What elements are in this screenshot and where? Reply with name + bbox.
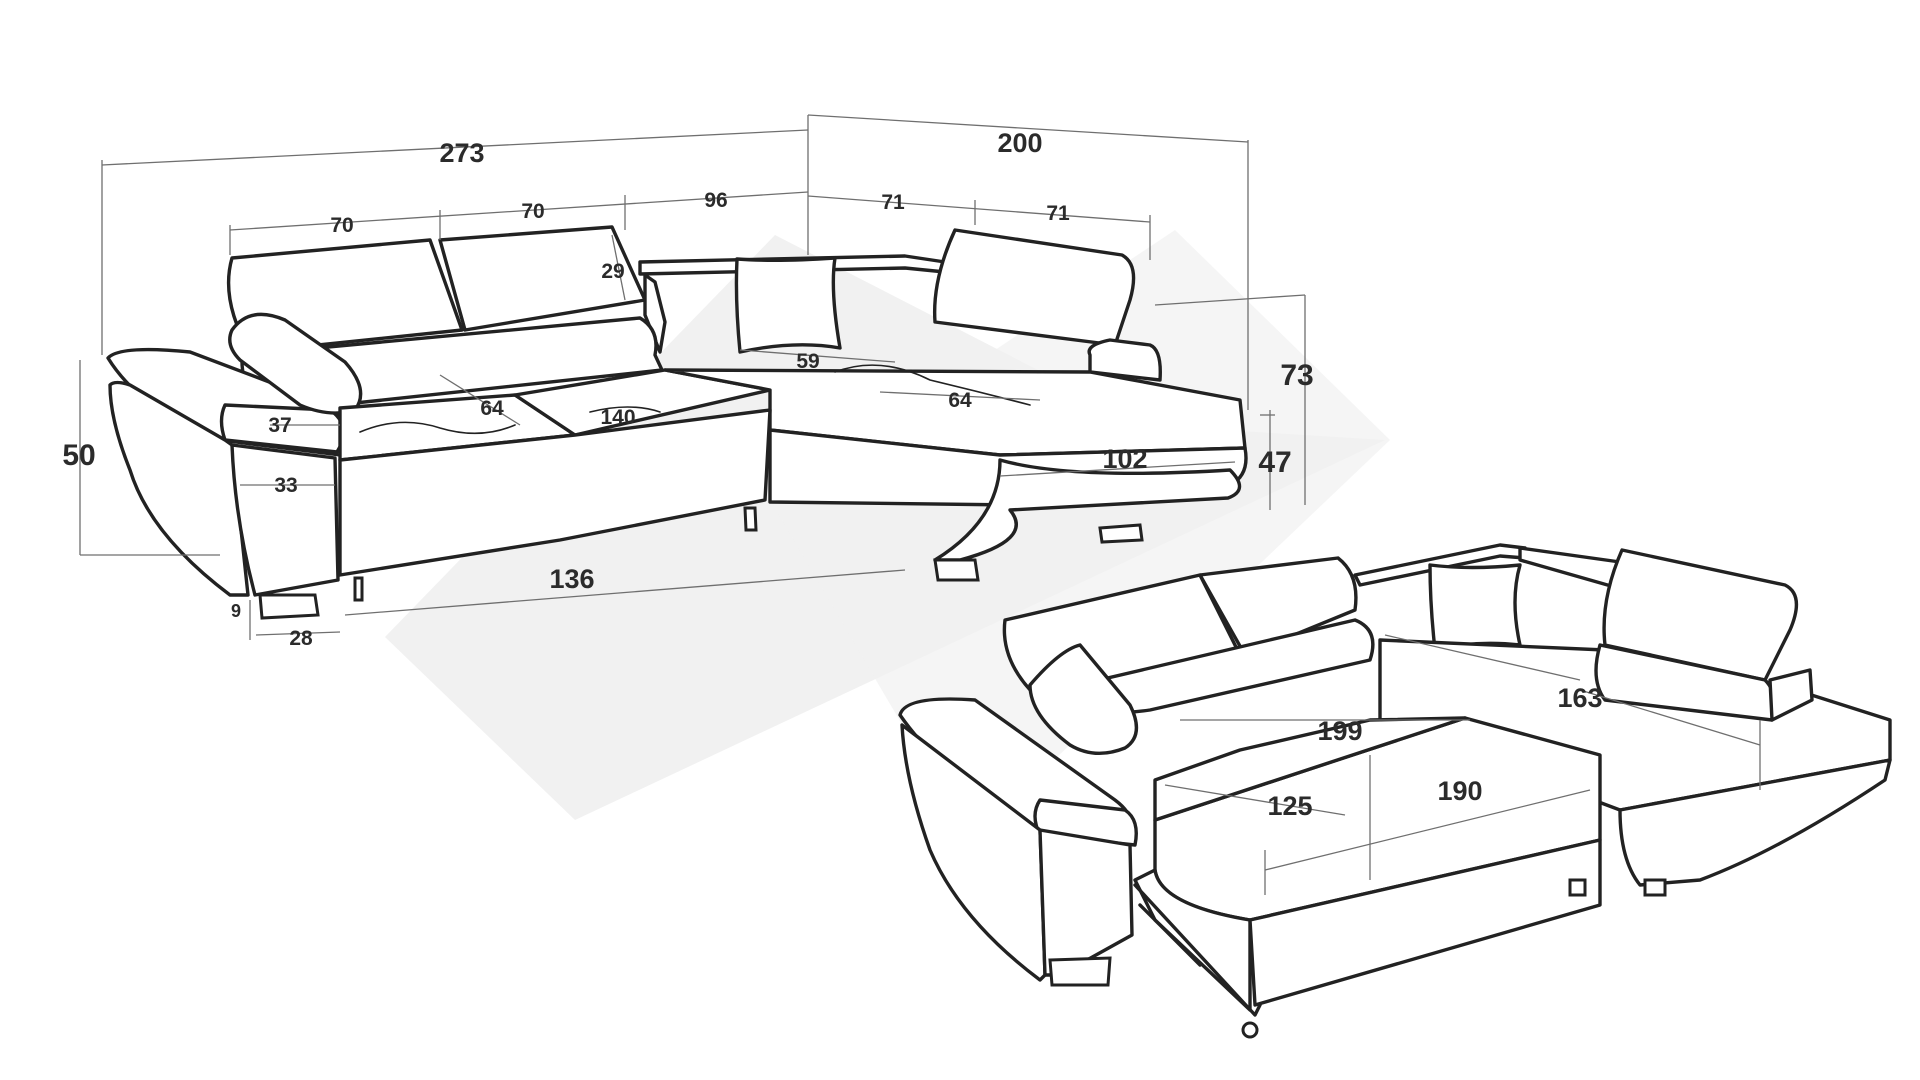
dim-chaise-length: 102 bbox=[1102, 444, 1147, 474]
headrest-back bbox=[643, 273, 667, 354]
leg-bed bbox=[1643, 878, 1667, 897]
dim-corner-width: 200 bbox=[997, 128, 1042, 158]
sofa-closed-view: 273 200 70 70 96 71 71 29 50 37 33 64 14… bbox=[62, 114, 1314, 650]
dim-seat-depth-left: 64 bbox=[480, 397, 504, 420]
dim-armrest-width: 37 bbox=[268, 414, 291, 437]
pillow bbox=[734, 256, 842, 354]
dim-total-width: 273 bbox=[439, 138, 484, 168]
dim-depth: 136 bbox=[549, 564, 594, 594]
leg bbox=[258, 593, 320, 620]
dim-leg-width: 28 bbox=[289, 627, 313, 650]
pillow-bed bbox=[1428, 563, 1522, 652]
dimension-lines bbox=[79, 114, 1306, 640]
leg-bed bbox=[1048, 956, 1112, 987]
dim-seat-height: 47 bbox=[1258, 446, 1291, 479]
dim-seat-width: 140 bbox=[600, 406, 635, 429]
dim-chaise-bed-length: 163 bbox=[1557, 683, 1602, 713]
dim-height: 50 bbox=[62, 439, 95, 472]
dim-armrest-depth: 33 bbox=[274, 474, 297, 497]
dim-bed-width-total: 199 bbox=[1317, 716, 1362, 746]
leg bbox=[933, 558, 980, 582]
dim-leg-height: 9 bbox=[231, 601, 241, 621]
dim-total-height: 73 bbox=[1280, 359, 1313, 392]
dim-headrest-2: 70 bbox=[521, 200, 544, 223]
dim-corner-headrest-2: 71 bbox=[1046, 202, 1070, 225]
dim-cushion-depth: 59 bbox=[796, 350, 819, 373]
dim-back-section: 96 bbox=[704, 189, 727, 212]
sofa-bed-view: 199 163 125 190 bbox=[898, 543, 1892, 1039]
dim-headrest-height: 29 bbox=[601, 260, 624, 283]
leg bbox=[1098, 523, 1144, 544]
dim-bed-depth: 125 bbox=[1267, 791, 1312, 821]
headrest-bed-middle bbox=[1198, 556, 1358, 657]
leg bbox=[743, 506, 758, 532]
pillow-bed-left bbox=[1028, 643, 1139, 755]
dim-headrest-1: 70 bbox=[330, 214, 353, 237]
dimension-lines-bed bbox=[1164, 634, 1761, 895]
headrest-right bbox=[932, 228, 1136, 347]
dim-seat-depth-right: 64 bbox=[948, 389, 972, 412]
leg-bed bbox=[1568, 878, 1587, 897]
dim-corner-headrest-1: 71 bbox=[881, 191, 905, 214]
dim-bed-length: 190 bbox=[1437, 776, 1482, 806]
leg bbox=[353, 576, 364, 602]
